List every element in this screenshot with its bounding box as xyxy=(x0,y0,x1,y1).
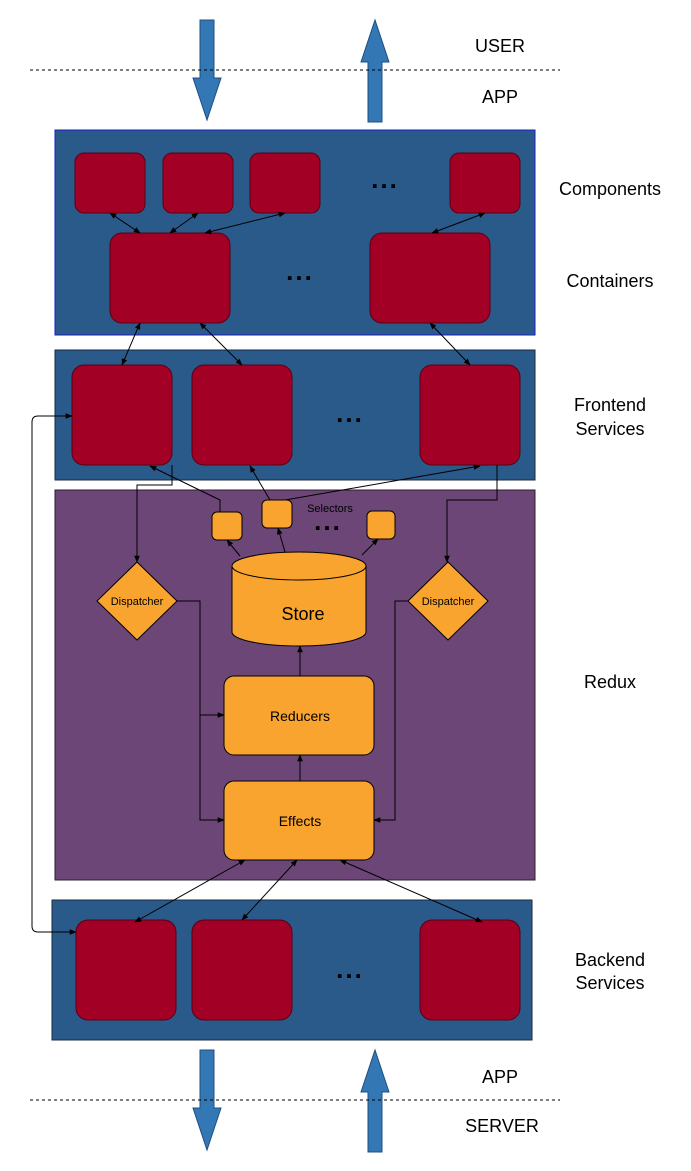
component-box xyxy=(162,152,234,214)
backend-service-box xyxy=(191,919,293,1021)
containers-ellipsis: ... xyxy=(286,256,314,286)
frontend-label-line1: Frontend xyxy=(574,395,646,415)
effects-backend-link xyxy=(134,859,246,923)
dispatcher-right xyxy=(407,561,489,641)
backend-service-box xyxy=(419,919,521,1021)
container-service-link xyxy=(121,322,141,366)
store-cylinder xyxy=(231,551,367,647)
app-top-label: APP xyxy=(482,87,518,107)
dispatcher-left xyxy=(96,561,178,641)
selector-service-link xyxy=(149,465,221,512)
dispatcher-right-label: Dispatcher xyxy=(422,596,475,608)
backend-to-frontend-line xyxy=(31,413,77,935)
selectors-ellipsis: ... xyxy=(314,506,342,536)
dispatcher-left-label: Dispatcher xyxy=(111,596,164,608)
service-dispatcher-link xyxy=(444,465,498,563)
component-container-link xyxy=(431,212,486,234)
store-selector-link xyxy=(226,539,241,557)
store-selector-link xyxy=(277,527,286,553)
selector-service-link xyxy=(284,464,481,501)
selector-box xyxy=(366,510,396,540)
backend-label-line1: Backend xyxy=(575,950,645,970)
components-ellipsis: ... xyxy=(371,164,399,194)
backend-ellipsis: ... xyxy=(336,954,364,984)
reducers-label: Reducers xyxy=(270,708,330,724)
container-box xyxy=(109,232,231,324)
component-container-link xyxy=(204,211,286,235)
app-bottom-label: APP xyxy=(482,1067,518,1087)
backend-service-box xyxy=(75,919,177,1021)
container-service-link xyxy=(429,322,471,366)
user-to-app-up-arrow xyxy=(360,18,390,123)
service-dispatcher-link xyxy=(134,465,173,563)
frontend-service-box xyxy=(71,364,173,466)
selector-box xyxy=(211,511,243,541)
selector-box xyxy=(261,499,293,529)
server-label: SERVER xyxy=(465,1116,539,1136)
store-selector-link xyxy=(361,538,379,556)
redux-label: Redux xyxy=(584,672,636,692)
server-to-app-up-arrow xyxy=(360,1048,390,1153)
dispatcher-reducers-link xyxy=(177,600,225,718)
backend-label-line2: Services xyxy=(575,973,644,993)
effects-backend-link xyxy=(339,859,483,923)
components-label: Components xyxy=(559,179,661,199)
frontend-service-box xyxy=(419,364,521,466)
frontend-ellipsis: ... xyxy=(336,398,364,428)
component-container-link xyxy=(109,212,141,234)
frontend-service-box xyxy=(191,364,293,466)
selector-service-link xyxy=(249,465,271,501)
component-box xyxy=(249,152,321,214)
store-label: Store xyxy=(281,604,324,624)
dispatcher-effects-link xyxy=(373,600,408,823)
component-box xyxy=(449,152,521,214)
effects-label: Effects xyxy=(279,813,322,829)
containers-label: Containers xyxy=(566,271,653,291)
user-label: USER xyxy=(475,36,525,56)
container-service-link xyxy=(199,322,243,366)
effects-backend-link xyxy=(241,859,298,921)
component-container-link xyxy=(169,212,199,234)
frontend-label-line2: Services xyxy=(575,419,644,439)
component-box xyxy=(74,152,146,214)
selectors-label: Selectors xyxy=(307,503,353,515)
dispatcher-effects-link xyxy=(199,715,225,823)
container-box xyxy=(369,232,491,324)
